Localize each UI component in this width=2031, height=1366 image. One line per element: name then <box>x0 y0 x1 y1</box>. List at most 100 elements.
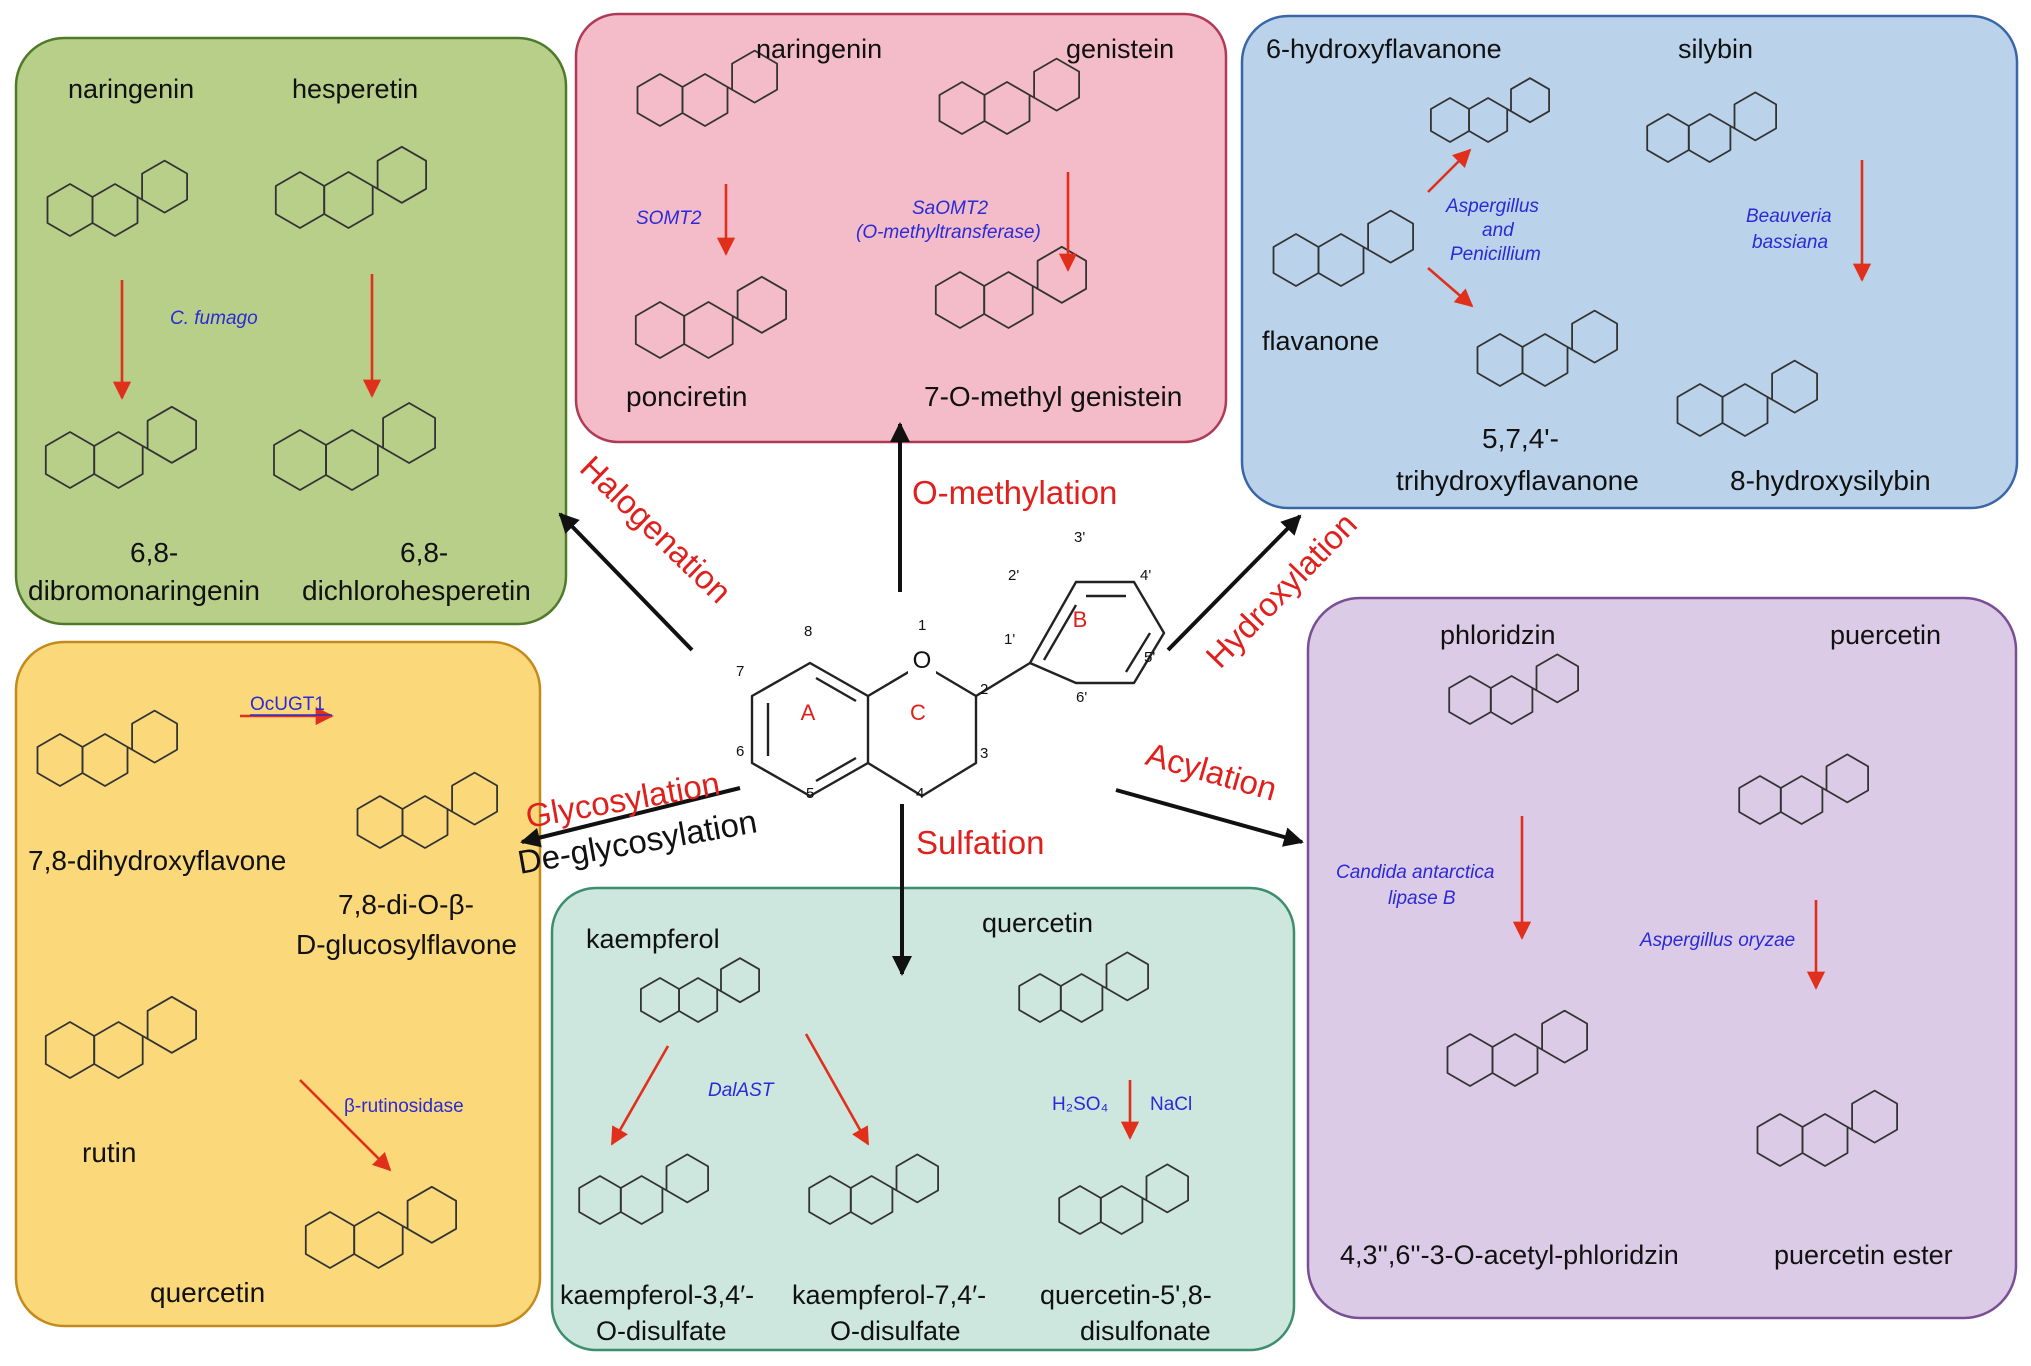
mol-glucosylflavone <box>356 771 499 849</box>
mol-quercetin-disulfonate <box>1058 1163 1189 1235</box>
acylation-arrow <box>1115 788 1304 847</box>
pos-7: 7 <box>736 663 744 680</box>
glycosylation-arrow-2 <box>299 1079 392 1172</box>
mol-silybin <box>1646 91 1777 163</box>
pos-5: 5 <box>806 785 814 802</box>
hydroxylation-arrow <box>1166 514 1302 652</box>
pos-4: 4 <box>916 785 924 802</box>
hydroxylation-product1-line1: 5,7,4'- <box>1482 423 1559 454</box>
glycosylation-product-quercetin: quercetin <box>150 1277 265 1308</box>
hydroxylation-enzyme1-line3: Penicillium <box>1450 244 1541 265</box>
mol-naringenin-met <box>636 49 778 127</box>
mol-hesperetin <box>274 145 428 229</box>
glycosylation-product1-line1: 7,8-di-O-β- <box>338 889 474 920</box>
sulfation-product2-line2: O-disulfate <box>830 1316 961 1346</box>
hydroxylation-substrate-flavanone: flavanone <box>1262 326 1379 356</box>
methylation-enzyme-saomt2-line1: SaOMT2 <box>912 198 988 219</box>
mol-puercetin <box>1738 753 1869 825</box>
hydroxylation-substrate-silybin: silybin <box>1678 34 1753 64</box>
sulfation-substrate-quercetin: quercetin <box>982 908 1093 938</box>
mol-dibromonaringenin <box>44 405 198 489</box>
mol-trihydroxyflavanone <box>1476 309 1618 387</box>
pos-3: 3 <box>980 745 988 762</box>
mol-kaempferol-34-disulfate <box>578 1153 709 1225</box>
acylation-enzyme1-line2: lipase B <box>1388 888 1456 909</box>
mol-quercetin-sul <box>1018 951 1149 1023</box>
sulfation-arrow-1b <box>804 1033 870 1146</box>
sulfation-product1-line2: O-disulfate <box>596 1316 727 1346</box>
mol-acetyl-phloridzin <box>1446 1009 1588 1087</box>
methylation-substrate-genistein: genistein <box>1066 34 1174 64</box>
hydroxylation-enzyme1-line2: and <box>1482 220 1515 241</box>
mol-puercetin-ester <box>1756 1089 1898 1167</box>
sulfation-arrow-1a <box>610 1045 670 1146</box>
panel-hydroxylation <box>1240 14 2019 510</box>
halogenation-arrow <box>558 512 694 652</box>
acylation-substrate-puercetin: puercetin <box>1830 620 1941 650</box>
acylation-product-acetyl-phloridzin: 4,3'',6''-3-O-acetyl-phloridzin <box>1340 1240 1679 1270</box>
pos-6: 6 <box>736 743 744 760</box>
mol-kaempferol-74-disulfate <box>808 1153 939 1225</box>
methylation-product-7-o-methyl-genistein: 7-O-methyl genistein <box>924 381 1182 412</box>
panel-glycosylation <box>14 640 542 1328</box>
hydroxylation-enzyme2-line1: Beauveria <box>1746 206 1832 227</box>
reaction-halogenation: Halogenation <box>573 448 739 610</box>
mol-dichlorohesperetin <box>273 402 437 491</box>
panel-halogenation <box>14 36 568 626</box>
sulfation-product2-line1: kaempferol-7,4′- <box>792 1280 986 1310</box>
flavan-core-structure <box>750 580 1166 798</box>
panel-sulfation <box>550 886 1296 1352</box>
halogenation-product2-line2: dichlorohesperetin <box>302 575 531 606</box>
mol-8-hydroxysilybin <box>1676 359 1818 437</box>
pos-1p: 1' <box>1004 631 1015 648</box>
hydroxylation-enzyme2-line2: bassiana <box>1752 232 1828 253</box>
ring-a-label: A <box>801 700 816 725</box>
halogenation-substrate-naringenin: naringenin <box>68 74 194 104</box>
mol-78-dihydroxyflavone <box>36 709 179 787</box>
glycosylation-arrow <box>520 786 741 848</box>
pos-4p: 4' <box>1140 567 1151 584</box>
mol-kaempferol <box>640 957 760 1023</box>
glycosylation-product1-line2: D-glucosylflavone <box>296 929 517 960</box>
mol-methyl-genistein <box>934 245 1087 329</box>
acylation-product-puercetin-ester: puercetin ester <box>1774 1240 1953 1270</box>
acylation-substrate-phloridzin: phloridzin <box>1440 620 1556 650</box>
sulfation-product1-line1: kaempferol-3,4′- <box>560 1280 754 1310</box>
sulfation-reagent-h2so4: H₂SO₄ <box>1052 1094 1109 1115</box>
glycosylation-substrate-rutin: rutin <box>82 1137 136 1168</box>
sulfation-enzyme-dalast: DalAST <box>708 1080 775 1101</box>
pos-1: 1 <box>918 617 926 634</box>
hydroxylation-enzyme1-line1: Aspergillus <box>1445 196 1539 217</box>
sulfation-reagent-nacl: NaCl <box>1150 1094 1192 1115</box>
methylation-substrate-naringenin: naringenin <box>756 34 882 64</box>
mol-rutin <box>44 995 198 1079</box>
pos-2: 2 <box>980 681 988 698</box>
reaction-o-methylation: O-methylation <box>912 474 1117 511</box>
molecule-sketches <box>36 49 1898 1269</box>
reaction-acylation: Acylation <box>1142 735 1281 807</box>
mol-ponciretin <box>634 275 787 359</box>
methylation-product-ponciretin: ponciretin <box>626 381 747 412</box>
glycosylation-enzyme-ocugt1: OcUGT1 <box>250 694 325 715</box>
mol-phloridzin <box>1448 653 1579 725</box>
acylation-enzyme1-line1: Candida antarctica <box>1336 862 1494 883</box>
glycosylation-enzyme-rutinosidase: β-rutinosidase <box>344 1096 464 1117</box>
hydroxylation-product-8-hydroxysilybin: 8-hydroxysilybin <box>1730 465 1931 496</box>
pos-6p: 6' <box>1076 689 1087 706</box>
pos-5p: 5' <box>1144 649 1155 666</box>
sulfation-product3-line1: quercetin-5',8- <box>1040 1280 1212 1310</box>
methylation-enzyme-saomt2-line2: (O-methyltransferase) <box>856 222 1041 243</box>
mol-naringenin-hal <box>46 159 189 237</box>
ring-b-label: B <box>1073 607 1088 632</box>
glycosylation-substrate-7-8-dihydroxyflavone: 7,8-dihydroxyflavone <box>28 845 286 876</box>
mol-genistein <box>938 57 1080 135</box>
mol-quercetin-gly <box>304 1185 458 1269</box>
halogenation-product1-line1: 6,8- <box>130 537 178 568</box>
halogenation-product2-line1: 6,8- <box>400 537 448 568</box>
halogenation-enzyme: C. fumago <box>170 308 258 329</box>
core-oxygen: O <box>913 647 932 674</box>
ring-c-label: C <box>910 700 926 725</box>
pos-2p: 2' <box>1008 567 1019 584</box>
hydroxylation-arrow-1a <box>1427 148 1472 193</box>
